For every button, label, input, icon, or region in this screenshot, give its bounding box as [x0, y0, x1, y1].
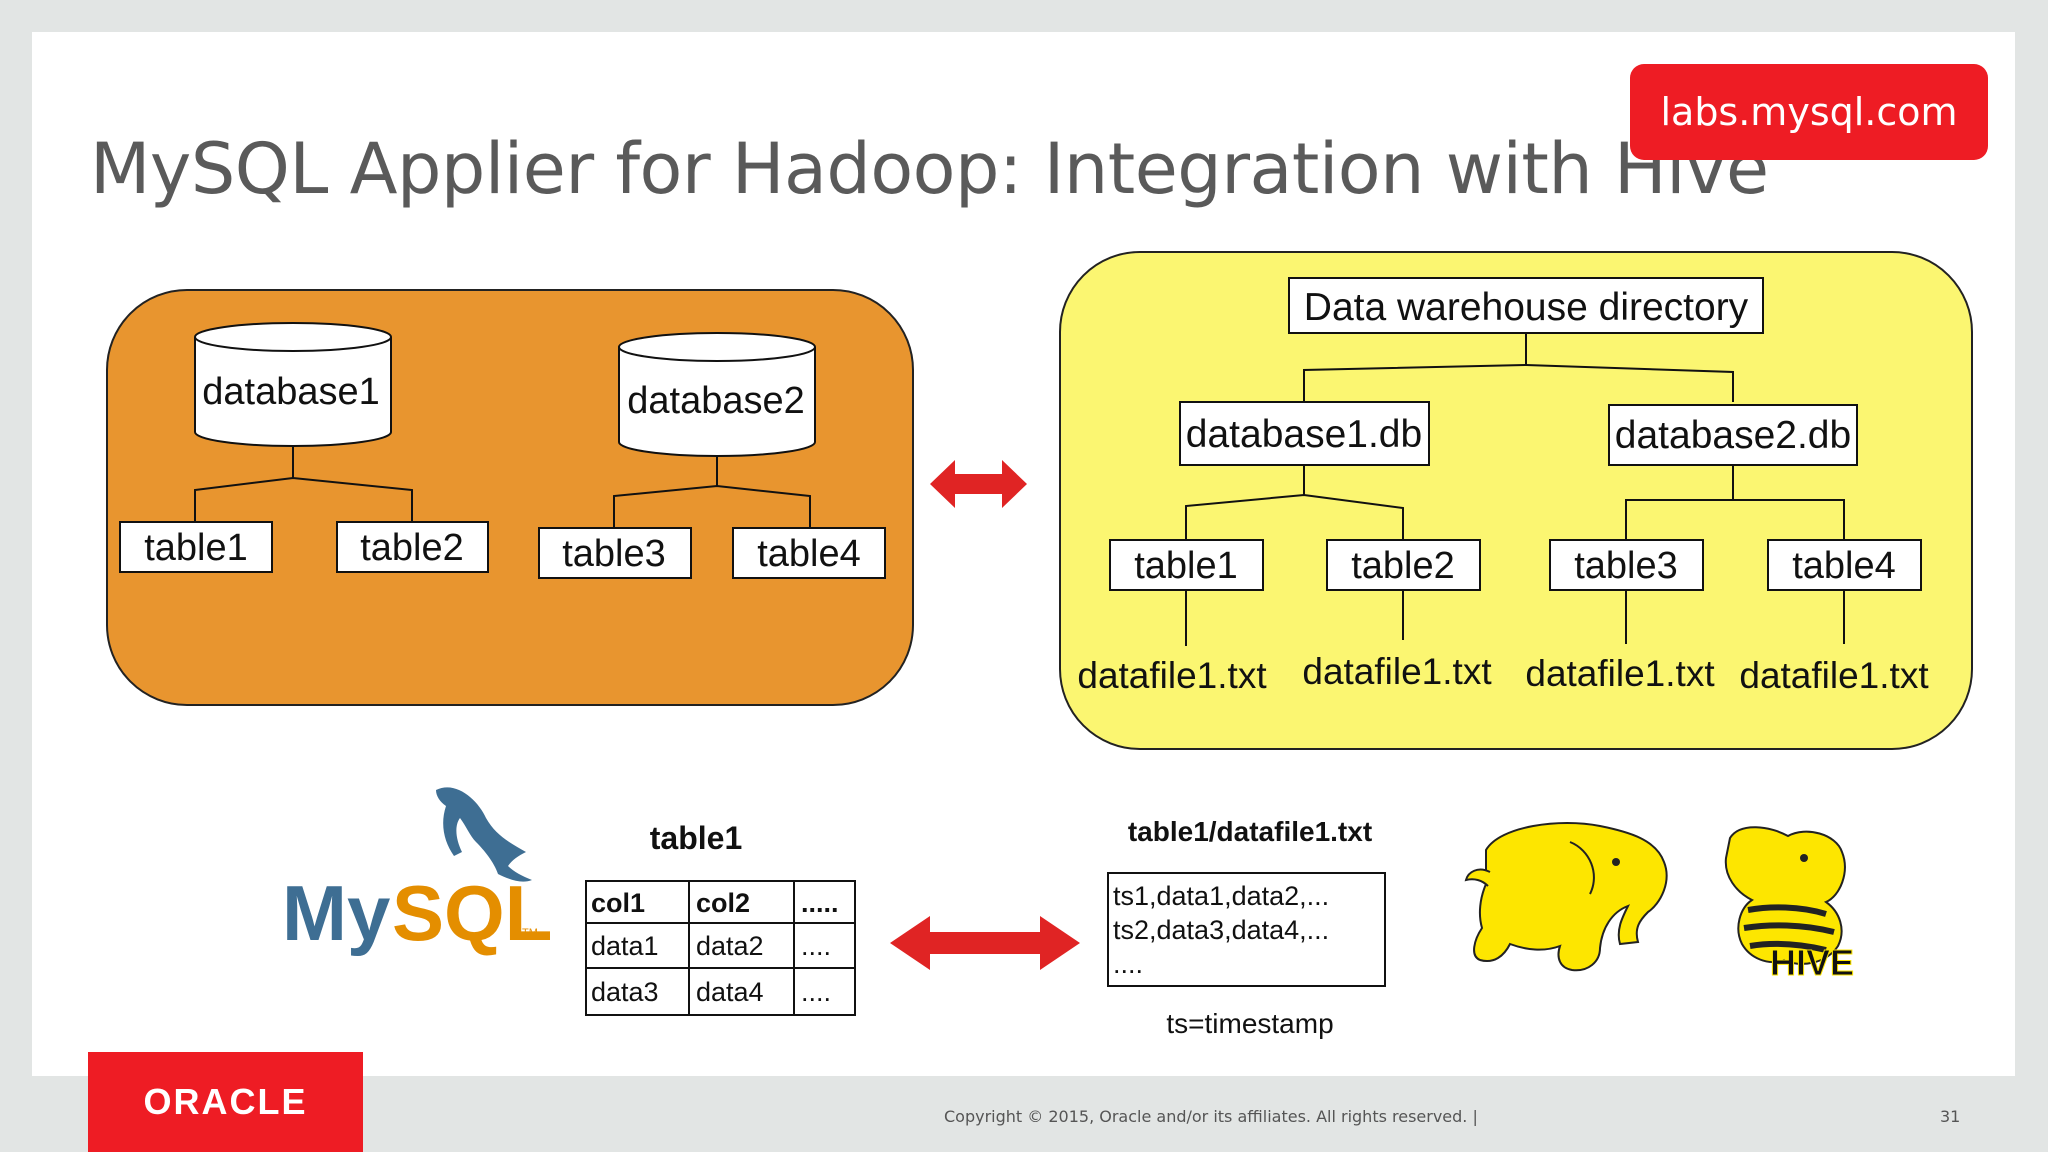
hadoop-elephant-icon	[1464, 822, 1668, 972]
mysql-table-label-1: table1	[144, 527, 248, 569]
db-cylinder-database1	[194, 322, 392, 447]
mysql-table-box-1	[119, 521, 273, 573]
table-cell-r0-c1: col2	[696, 888, 750, 918]
mysql-table-label-3: table3	[562, 533, 666, 575]
hive-db-label-2: database2.db	[1615, 414, 1851, 457]
hive-logo-icon	[1724, 826, 1846, 965]
mysql-table-box-4	[732, 527, 886, 579]
hive-table-box-1	[1109, 539, 1264, 591]
db-label-database1: database1	[202, 371, 380, 413]
datafile-label-2: datafile1.txt	[1302, 651, 1492, 692]
mysql-table-box-3	[538, 527, 692, 579]
mysql-table-box-2	[336, 521, 489, 573]
datafile-label-1: datafile1.txt	[1077, 655, 1267, 696]
hive-logo-text: HIVE	[1770, 942, 1854, 983]
page-number: 31	[1940, 1107, 1961, 1126]
hive-db-label-1: database1.db	[1186, 413, 1422, 456]
datafile-label-3: datafile1.txt	[1525, 653, 1715, 694]
example-file-box	[1107, 872, 1386, 987]
slide-title: MySQL Applier for Hadoop: Integration wi…	[90, 128, 1769, 210]
hive-db-box-1	[1179, 401, 1430, 466]
mysql-tree-lines	[194, 446, 811, 528]
db-label-database2: database2	[627, 380, 805, 422]
copyright-text: Copyright © 2015, Oracle and/or its affi…	[944, 1107, 1478, 1126]
file-line-2: ts2,data3,data4,...	[1113, 915, 1329, 945]
oracle-logo	[88, 1052, 363, 1152]
example-table-grid	[585, 880, 856, 1016]
mysql-table-label-2: table2	[360, 527, 464, 569]
table-cell-r2-c2: ....	[801, 977, 831, 1007]
file-note: ts=timestamp	[1166, 1008, 1333, 1039]
hive-table-label-1: table1	[1134, 545, 1238, 587]
example-table-title: table1	[650, 820, 742, 856]
mysql-logo-tm: TM	[522, 927, 538, 939]
table-cell-r0-c2: .....	[801, 888, 839, 918]
hive-table-box-2	[1326, 539, 1481, 591]
warehouse-root-label: Data warehouse directory	[1304, 286, 1749, 329]
hive-panel	[1059, 251, 1973, 750]
mysql-table-label-4: table4	[757, 533, 861, 575]
hive-table-label-2: table2	[1351, 545, 1455, 587]
file-line-1: ts1,data1,data2,...	[1113, 881, 1329, 911]
sync-arrow-upper	[930, 460, 1027, 508]
mysql-dolphin-icon	[436, 787, 532, 882]
example-file-title: table1/datafile1.txt	[1128, 816, 1372, 847]
hive-tree-lines	[1185, 333, 1845, 646]
table-cell-r1-c0: data1	[591, 931, 659, 961]
warehouse-root-box	[1288, 277, 1764, 334]
table-cell-r1-c2: ....	[801, 931, 831, 961]
sync-arrow-lower	[890, 916, 1080, 970]
labs-link-badge[interactable]: labs.mysql.com	[1630, 64, 1988, 160]
hive-table-label-4: table4	[1792, 545, 1896, 587]
table-cell-r2-c0: data3	[591, 977, 659, 1007]
oracle-logo-text: ORACLE	[143, 1081, 308, 1122]
table-cell-r2-c1: data4	[696, 977, 764, 1007]
datafile-label-4: datafile1.txt	[1739, 655, 1929, 696]
mysql-logo-sql: SQL	[392, 869, 552, 957]
hive-db-box-2	[1608, 404, 1858, 466]
hive-table-label-3: table3	[1574, 545, 1678, 587]
file-line-3: ....	[1113, 949, 1143, 979]
mysql-logo-my: My	[282, 869, 390, 957]
table-cell-r1-c1: data2	[696, 931, 764, 961]
table-cell-r0-c0: col1	[591, 888, 645, 918]
hive-table-box-4	[1767, 539, 1922, 591]
hive-table-box-3	[1549, 539, 1704, 591]
